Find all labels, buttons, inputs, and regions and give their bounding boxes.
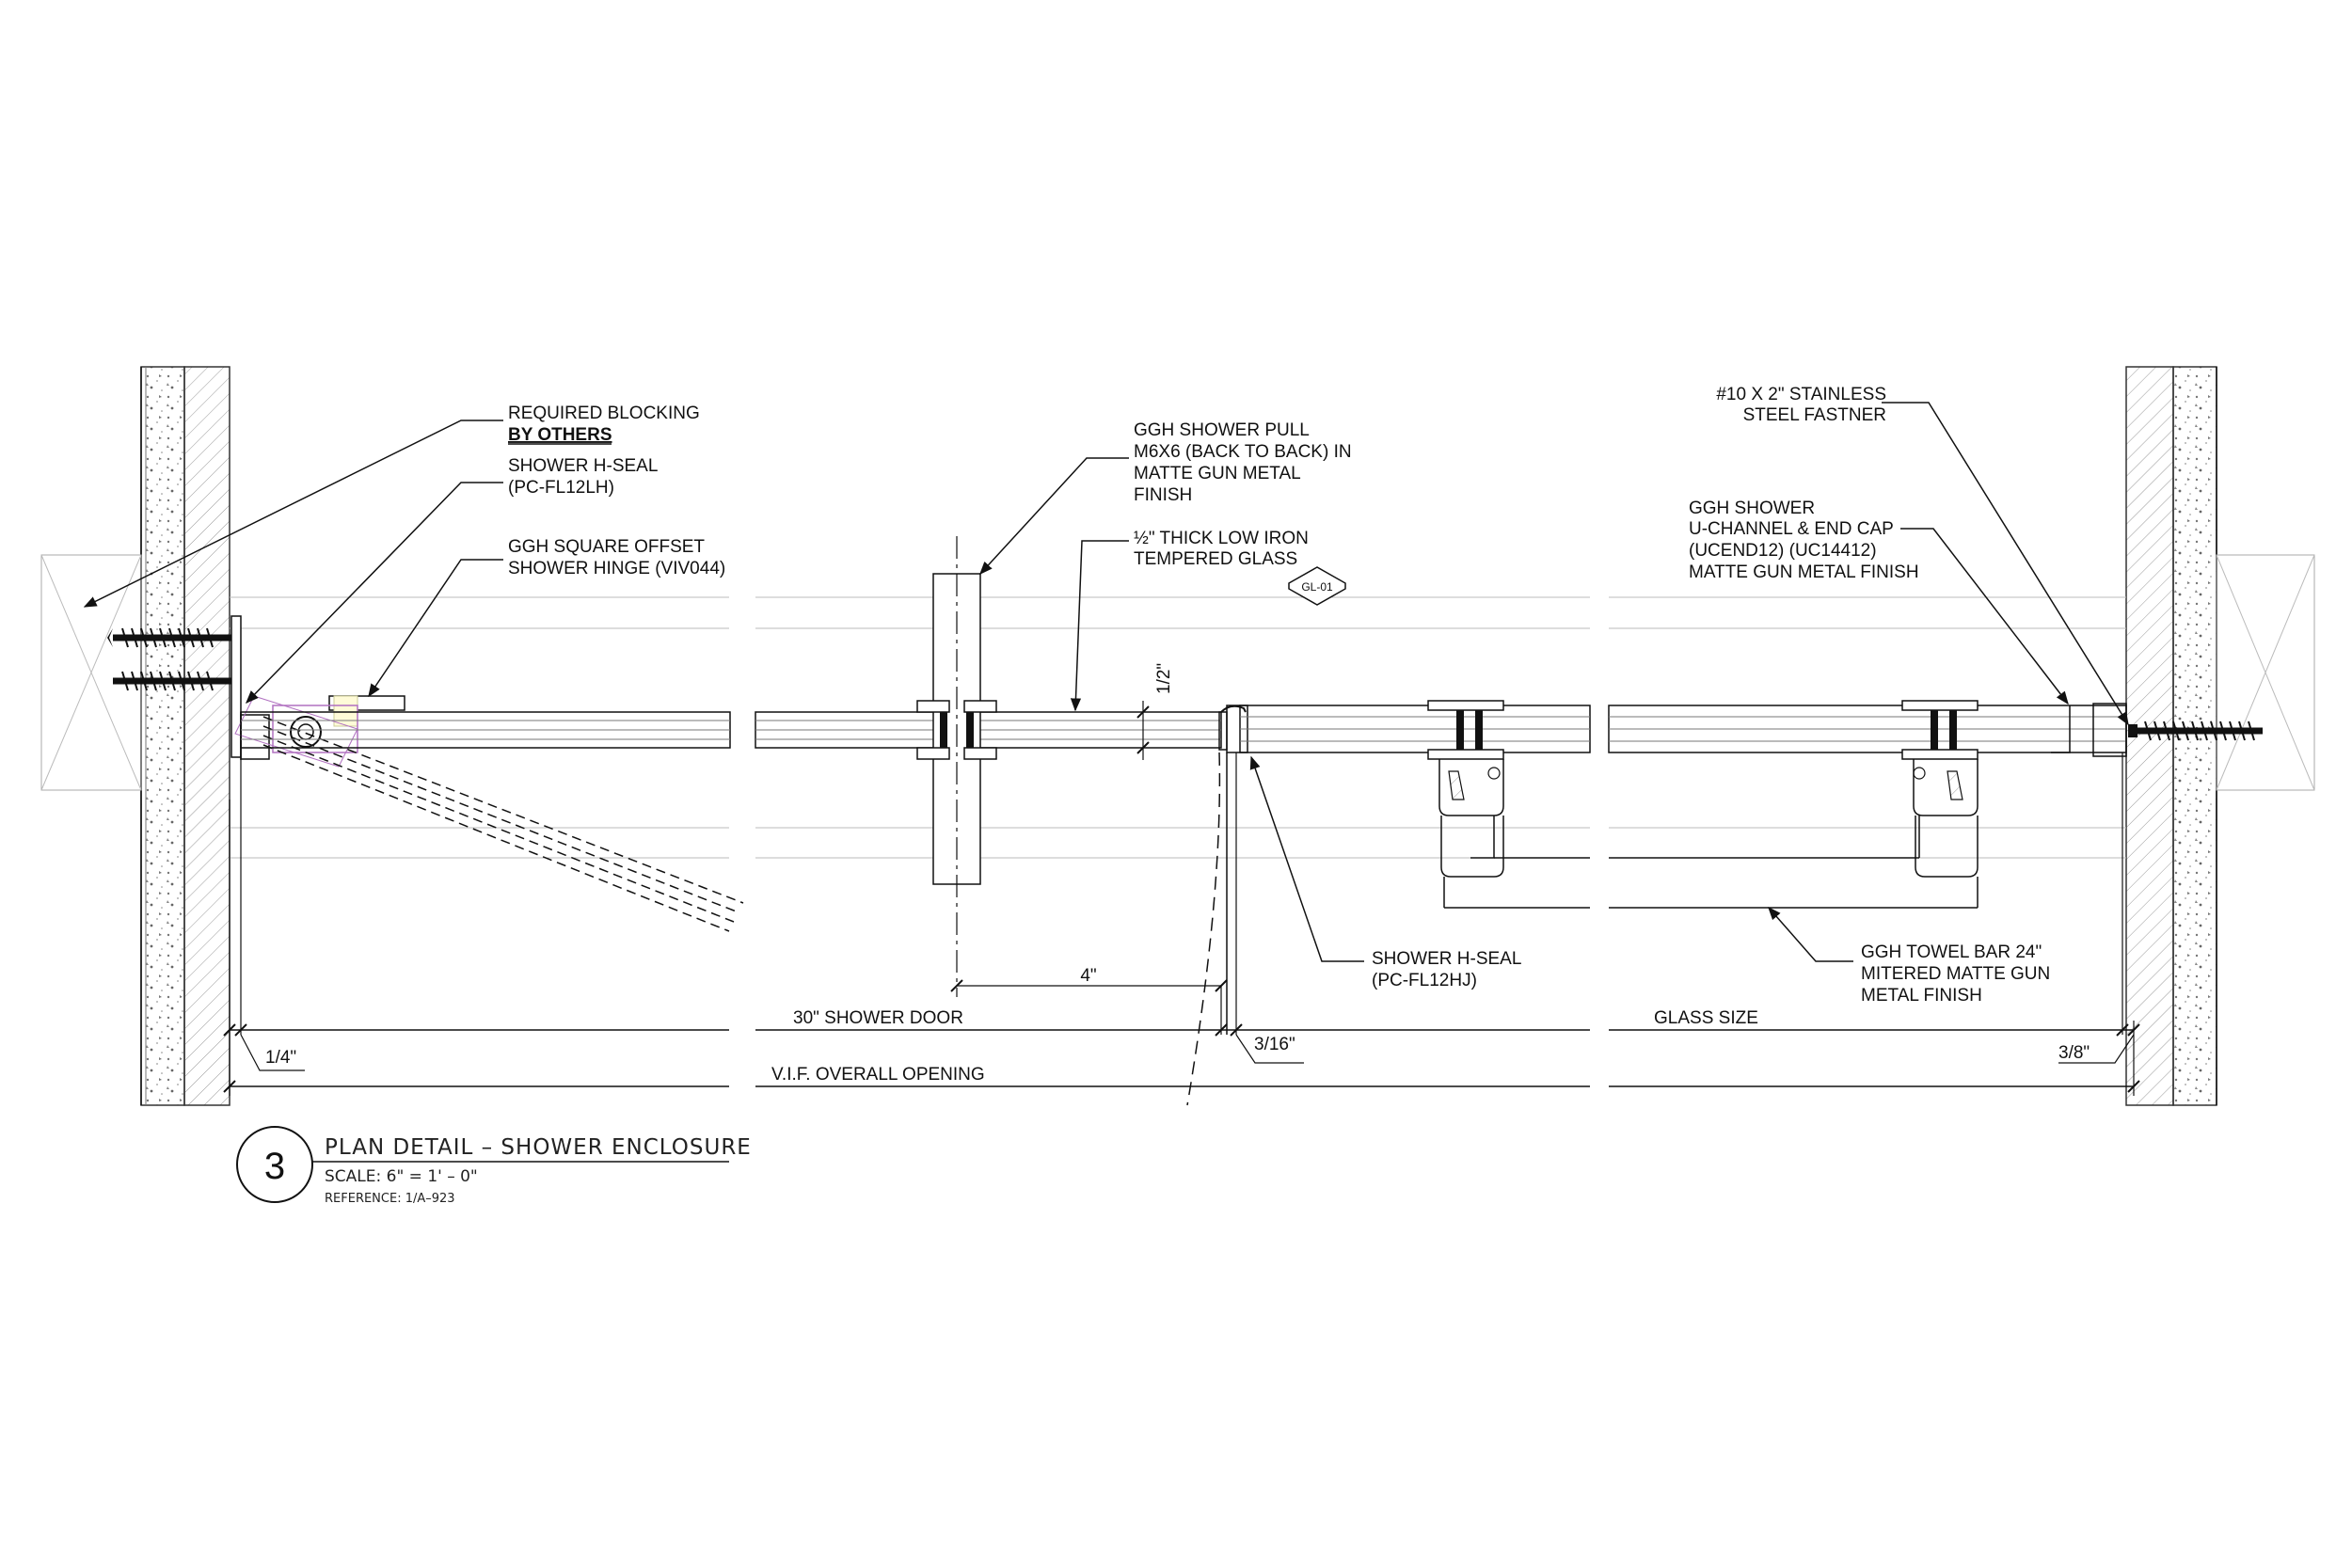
- dim-glass-size: GLASS SIZE: [1654, 1008, 1758, 1028]
- shower-pull: [916, 536, 997, 997]
- dimension-text: 1/2" 4" 30" SHOWER DOOR GLASS SIZE 1/4" …: [265, 663, 2090, 1085]
- title-block: 3 PLAN DETAIL – SHOWER ENCLOSURE SCALE: …: [236, 1126, 752, 1206]
- note-pull-2: M6X6 (BACK TO BACK) IN: [1134, 442, 1352, 462]
- note-required-blocking: REQUIRED BLOCKING: [508, 404, 700, 423]
- detail-reference: REFERENCE: 1/A–923: [325, 1192, 455, 1206]
- glass-tag-text: GL-01: [1301, 580, 1333, 594]
- note-pull-4: FINISH: [1134, 485, 1192, 505]
- note-glass-1: ½" THICK LOW IRON: [1134, 529, 1309, 548]
- note-uchannel-3: (UCEND12) (UC14412): [1689, 541, 1877, 561]
- dim-four-inch: 4": [1080, 966, 1096, 986]
- note-glass-2: TEMPERED GLASS: [1134, 549, 1297, 569]
- note-pull-1: GGH SHOWER PULL: [1134, 420, 1310, 440]
- detail-scale: SCALE: 6" = 1' – 0": [325, 1167, 478, 1186]
- note-fastener-2: STEEL FASTNER: [1743, 405, 1886, 425]
- note-hseal-mid-2: (PC-FL12HJ): [1372, 971, 1477, 990]
- note-uchannel-4: MATTE GUN METAL FINISH: [1689, 562, 1919, 582]
- annotation-text: REQUIRED BLOCKING BY OTHERS SHOWER H-SEA…: [508, 385, 2050, 1006]
- right-wall: [2125, 366, 2315, 1106]
- dim-half-inch: 1/2": [1154, 663, 1174, 694]
- dimension-lines: [223, 701, 2140, 1096]
- note-hinge-2: SHOWER HINGE (VIV044): [508, 559, 725, 578]
- note-uchannel-2: U-CHANNEL & END CAP: [1689, 519, 1894, 539]
- left-screws: [107, 627, 237, 691]
- note-towel-3: METAL FINISH: [1861, 986, 1982, 1006]
- note-hseal-left-1: SHOWER H-SEAL: [508, 456, 658, 476]
- note-pull-3: MATTE GUN METAL: [1134, 464, 1301, 483]
- dim-three-eighths: 3/8": [2058, 1043, 2090, 1063]
- door-swing-arc: [1186, 752, 1221, 1106]
- dim-quarter: 1/4": [265, 1048, 296, 1068]
- hinge-assembly: [230, 615, 744, 932]
- dim-three-sixteenths: 3/16": [1254, 1035, 1295, 1054]
- right-screw: [2128, 721, 2263, 741]
- dim-shower-door: 30" SHOWER DOOR: [793, 1008, 963, 1028]
- note-fastener-1: #10 X 2" STAINLESS: [1716, 385, 1886, 404]
- reference-lines: [230, 596, 2126, 859]
- note-hseal-mid-1: SHOWER H-SEAL: [1372, 949, 1521, 969]
- towel-bar: [1427, 700, 1979, 909]
- fixed-panel: [1218, 703, 2127, 1035]
- note-towel-2: MITERED MATTE GUN: [1861, 964, 2050, 984]
- door-glass: [240, 711, 1222, 749]
- note-hinge-1: GGH SQUARE OFFSET: [508, 537, 705, 557]
- note-towel-1: GGH TOWEL BAR 24": [1861, 942, 2042, 962]
- detail-number: 3: [264, 1146, 285, 1187]
- note-uchannel-1: GGH SHOWER: [1689, 499, 1815, 518]
- left-wall: [40, 366, 230, 1106]
- detail-title: PLAN DETAIL – SHOWER ENCLOSURE: [325, 1135, 752, 1160]
- dim-overall: V.I.F. OVERALL OPENING: [771, 1065, 985, 1085]
- note-hseal-left-2: (PC-FL12LH): [508, 478, 614, 498]
- glass-tag: GL-01: [1288, 566, 1346, 606]
- note-by-others: BY OTHERS: [508, 425, 612, 445]
- leaders: [83, 402, 2129, 962]
